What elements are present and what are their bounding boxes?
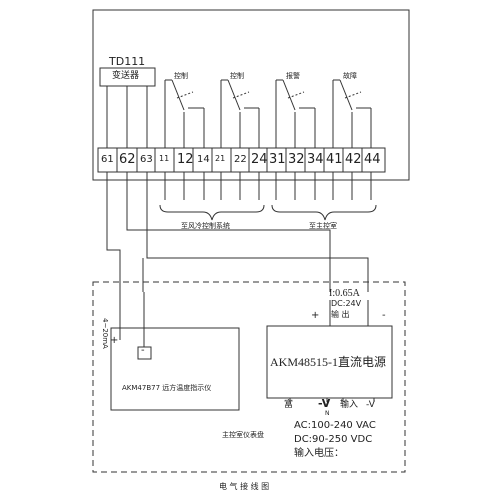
terminal-24: 24 bbox=[251, 152, 268, 167]
psu-output-rating: I:0.65A bbox=[329, 288, 360, 299]
relay-3-label: 报警 bbox=[286, 72, 300, 80]
psu-terminal-sub: N bbox=[325, 410, 330, 417]
terminal-63: 63 bbox=[140, 154, 153, 165]
terminal-44: 44 bbox=[364, 152, 381, 167]
psu-input-label: 输入电压： bbox=[294, 448, 344, 459]
terminal-11: 11 bbox=[159, 154, 170, 163]
panel-label: 主控室仪表盘 bbox=[222, 431, 264, 439]
terminal-14: 14 bbox=[197, 154, 210, 165]
terminal-34: 34 bbox=[307, 152, 324, 167]
relay-4-contacts bbox=[332, 79, 372, 148]
td111-enclosure bbox=[92, 9, 410, 181]
relay-2-label: 控制 bbox=[230, 72, 244, 80]
psu-output-label: 输 出 bbox=[331, 310, 350, 319]
psu-name: AKM48515-1直流电源 bbox=[270, 355, 386, 369]
indicator-plus-sign: + bbox=[110, 335, 119, 346]
bracket-left bbox=[159, 204, 265, 221]
terminal-12: 12 bbox=[177, 152, 194, 167]
psu-plus-sign: + bbox=[311, 310, 320, 321]
group-label-cooling: 至风冷控制系统 bbox=[181, 222, 230, 230]
terminal-62: 62 bbox=[119, 152, 136, 167]
psu-output-voltage: DC:24V bbox=[331, 299, 362, 308]
indicator-minus-sign: - bbox=[141, 345, 145, 356]
transmitter-label: 变送器 bbox=[112, 71, 140, 81]
relay-4-label: 故障 bbox=[343, 72, 357, 80]
terminal-61: 61 bbox=[101, 154, 114, 165]
psu-dc-spec: DC:90-250 VDC bbox=[294, 434, 373, 445]
group-label-control-room: 至主控室 bbox=[309, 222, 337, 230]
terminal-31: 31 bbox=[269, 152, 286, 167]
relay-3-contacts bbox=[275, 79, 316, 148]
indicator-current-label: 4~20mA bbox=[101, 318, 109, 349]
main-control-panel bbox=[92, 281, 406, 473]
power-supply-box bbox=[266, 325, 393, 399]
terminal-32: 32 bbox=[288, 152, 305, 167]
terminal-21: 21 bbox=[215, 154, 226, 163]
device-name: TD111 bbox=[109, 55, 146, 68]
psu-input-terminal-4: -V bbox=[366, 400, 375, 410]
psu-input-terminal-2: -V bbox=[318, 397, 331, 410]
relay-1-label: 控制 bbox=[174, 72, 188, 80]
relay-1-contacts bbox=[164, 79, 205, 148]
terminal-41: 41 bbox=[326, 152, 343, 167]
psu-input-terminal-1: 富 bbox=[284, 400, 294, 410]
psu-input-terminal-3: 输入 bbox=[340, 400, 359, 410]
diagram-caption: 电 气 接 线 图 bbox=[219, 482, 270, 491]
indicator-box bbox=[110, 327, 240, 411]
relay-2-contacts bbox=[220, 79, 260, 148]
terminal-22: 22 bbox=[234, 154, 247, 165]
bracket-right bbox=[271, 204, 377, 221]
terminal-42: 42 bbox=[345, 152, 362, 167]
indicator-name: AKM47B77 远方温度指示仪 bbox=[122, 384, 212, 392]
psu-minus-sign: - bbox=[382, 310, 386, 321]
psu-ac-spec: AC:100-240 VAC bbox=[294, 420, 376, 431]
terminal-strip bbox=[97, 147, 386, 173]
